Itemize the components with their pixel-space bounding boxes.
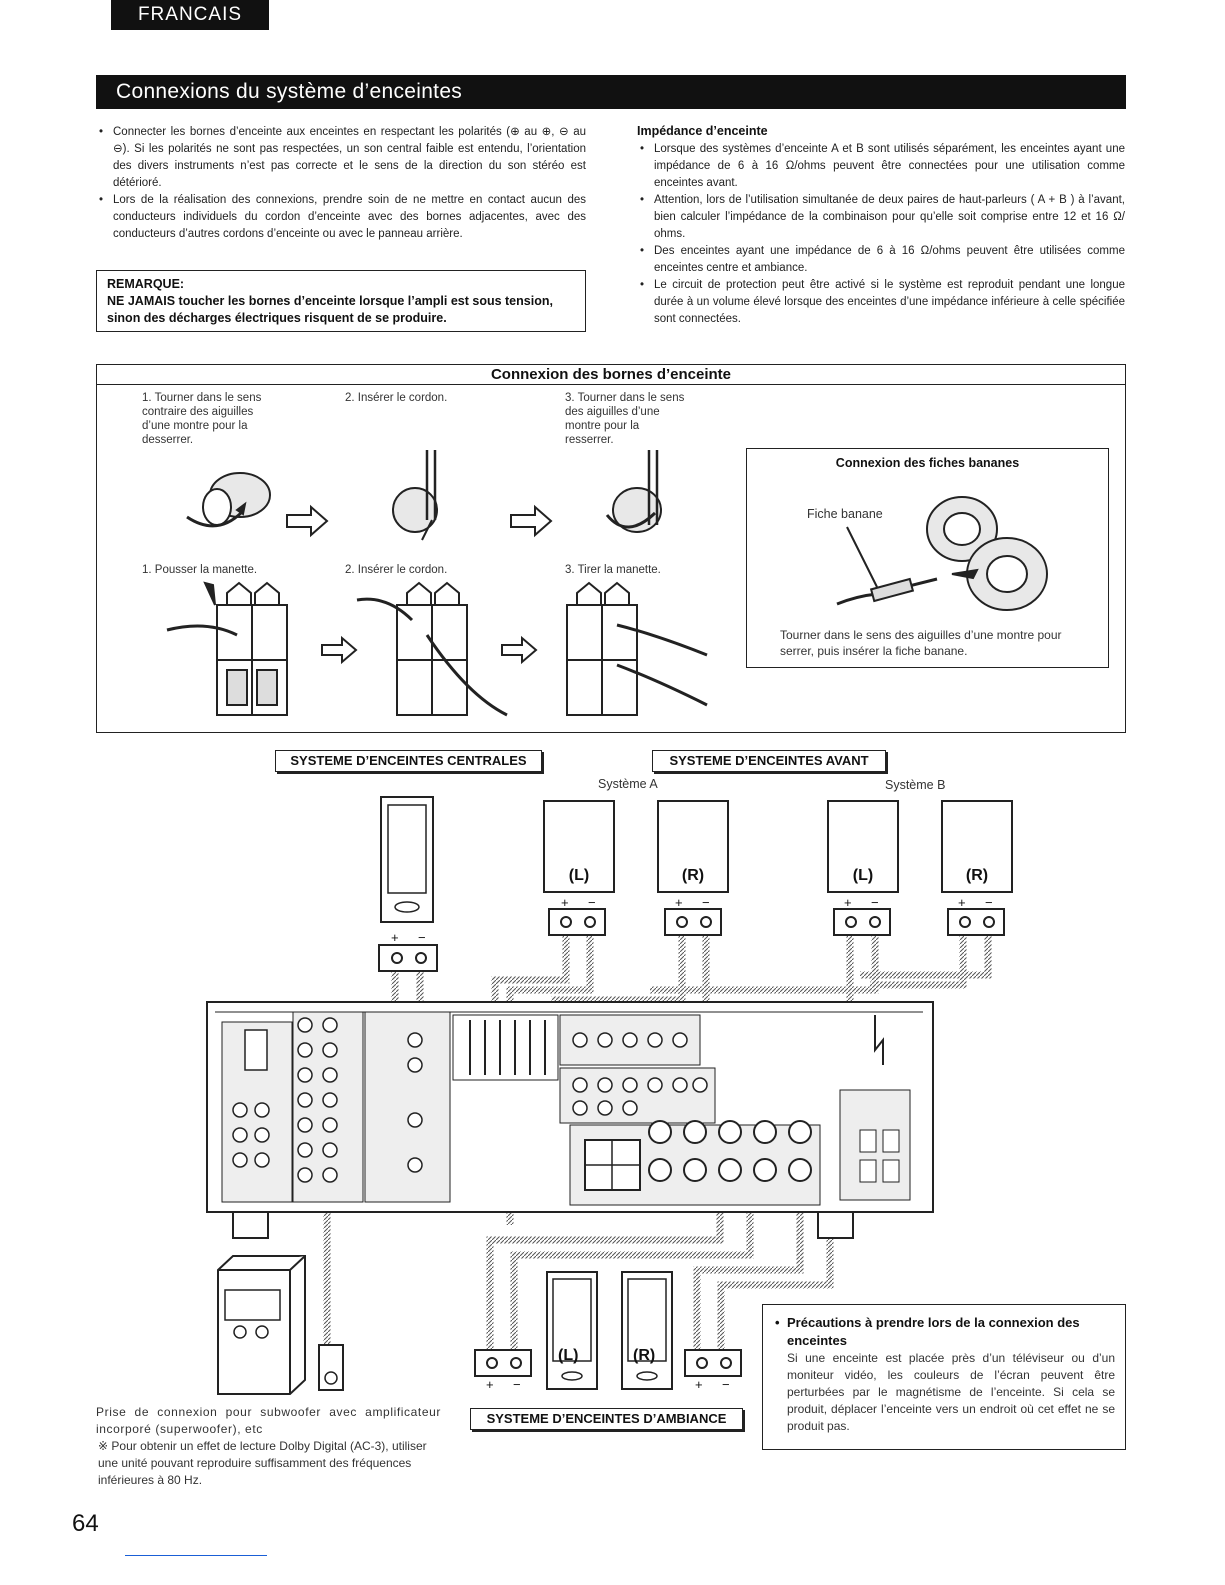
screw-step-1: 1. Tourner dans le sens contraire des ai… [142, 392, 262, 446]
caution-box: Précautions à prendre lors de la connexi… [762, 1304, 1126, 1450]
screw-terminal-icon [392, 450, 438, 541]
system-a-label: Système A [598, 777, 658, 791]
polarity-minus: − [985, 895, 993, 910]
warning-note: REMARQUE: NE JAMAIS toucher les bornes d… [96, 270, 586, 332]
polarity-plus: + [844, 895, 852, 910]
polarity-minus: − [418, 930, 426, 945]
polarity-plus: + [561, 895, 569, 910]
impedance-bullet: Le circuit de protection peut être activ… [637, 277, 1125, 328]
polarity-minus: − [722, 1377, 730, 1392]
banana-plug-label: Fiche banane [807, 507, 883, 521]
page-number: 64 [72, 1510, 99, 1537]
center-system-label: SYSTEME D’ENCEINTES CENTRALES [275, 750, 542, 772]
surround-system-label: SYSTEME D’ENCEINTES D’AMBIANCE [470, 1408, 743, 1430]
speaker-terminal [947, 908, 1005, 936]
impedance-bullet: Attention, lors de l’utilisation simulta… [637, 192, 1125, 243]
impedance-bullet: Des enceintes ayant une impédance de 6 à… [637, 243, 1125, 277]
system-b-label: Système B [885, 778, 946, 792]
polarity-plus: + [675, 895, 683, 910]
terminal-illustrations [166, 450, 708, 717]
banana-plug-illustration [836, 496, 1048, 611]
figure-title-rule [97, 384, 1125, 385]
note-text: NE JAMAIS toucher les bornes d’enceinte … [107, 294, 553, 325]
amplifier-rear-panel [206, 1001, 934, 1239]
screw-step-2: 2. Insérer le cordon. [345, 392, 448, 404]
speaker-terminal [664, 908, 722, 936]
subwoofer-text: Prise de connexion pour subwoofer avec a… [96, 1405, 441, 1436]
screw-terminal-icon [186, 472, 271, 528]
figure-title: Connexion des bornes d’enceinte [490, 366, 732, 383]
clip-step-1: 1. Pousser la manette. [142, 564, 258, 576]
arrow-right-icon [510, 504, 553, 538]
bottom-rule [125, 1555, 267, 1556]
polarity-plus: + [391, 930, 399, 945]
speaker-terminal [684, 1349, 742, 1377]
surround-speaker-right [621, 1271, 673, 1390]
speaker-terminal [474, 1349, 532, 1377]
note-title: REMARQUE: [107, 277, 185, 291]
clip-step-3: 3. Tirer la manette. [565, 564, 661, 576]
terminal-figure: Connexion des bornes d’enceinte 1. Tourn… [96, 364, 1126, 733]
intro-bullet: Connecter les bornes d’enceinte aux ence… [96, 124, 586, 192]
clip-terminal-icon [566, 581, 708, 716]
front-system-label: SYSTEME D’ENCEINTES AVANT [652, 750, 886, 772]
subwoofer-note: Prise de connexion pour subwoofer avec a… [96, 1404, 441, 1489]
front-speaker-a-right: (R) [657, 800, 729, 893]
surround-right-label: (R) [633, 1347, 656, 1364]
center-speaker [380, 796, 434, 923]
screw-step-3: 3. Tourner dans le sens des aiguilles d’… [565, 392, 685, 446]
clip-step-2: 2. Insérer le cordon. [345, 564, 448, 576]
impedance-bullets: Lorsque des systèmes d’enceinte A et B s… [637, 141, 1125, 328]
subwoofer [217, 1255, 344, 1395]
speaker-terminal [833, 908, 891, 936]
banana-plug-box: Connexion des fiches bananes Fiche banan… [746, 448, 1109, 668]
polarity-minus: − [513, 1377, 521, 1392]
impedance-title: Impédance d’enceinte [637, 124, 768, 138]
caution-title: Précautions à prendre lors de la connexi… [773, 1314, 1115, 1350]
speaker-terminal [378, 944, 438, 972]
banana-caption: Tourner dans le sens des aiguilles d’une… [780, 628, 1062, 658]
arrow-right-icon [501, 635, 538, 665]
section-title: Connexions du système d’enceintes [96, 75, 1126, 109]
polarity-plus: + [958, 895, 966, 910]
arrow-right-icon [286, 504, 329, 538]
polarity-minus: − [871, 895, 879, 910]
front-speaker-b-right: (R) [941, 800, 1013, 893]
caution-text: Si une enceinte est placée près d’un tél… [787, 1351, 1115, 1433]
polarity-minus: − [588, 895, 596, 910]
intro-bullets: Connecter les bornes d’enceinte aux ence… [96, 124, 586, 243]
polarity-plus: + [486, 1377, 494, 1392]
speaker-terminal [548, 908, 606, 936]
surround-speaker-left [546, 1271, 598, 1390]
front-speaker-a-left: (L) [543, 800, 615, 893]
polarity-minus: − [702, 895, 710, 910]
front-speaker-b-left: (L) [827, 800, 899, 893]
intro-bullet: Lors de la réalisation des connexions, p… [96, 192, 586, 243]
language-tab: FRANCAIS [111, 0, 269, 30]
arrow-right-icon [321, 635, 358, 665]
screw-terminal-icon [605, 450, 662, 533]
polarity-plus: + [695, 1377, 703, 1392]
clip-terminal-icon [166, 581, 288, 716]
banana-title: Connexion des fiches bananes [835, 456, 1020, 470]
dolby-note: ※ Pour obtenir un effet de lecture Dolby… [98, 1439, 427, 1487]
surround-left-label: (L) [558, 1347, 579, 1364]
clip-terminal-icon [356, 581, 508, 717]
impedance-bullet: Lorsque des systèmes d’enceinte A et B s… [637, 141, 1125, 192]
